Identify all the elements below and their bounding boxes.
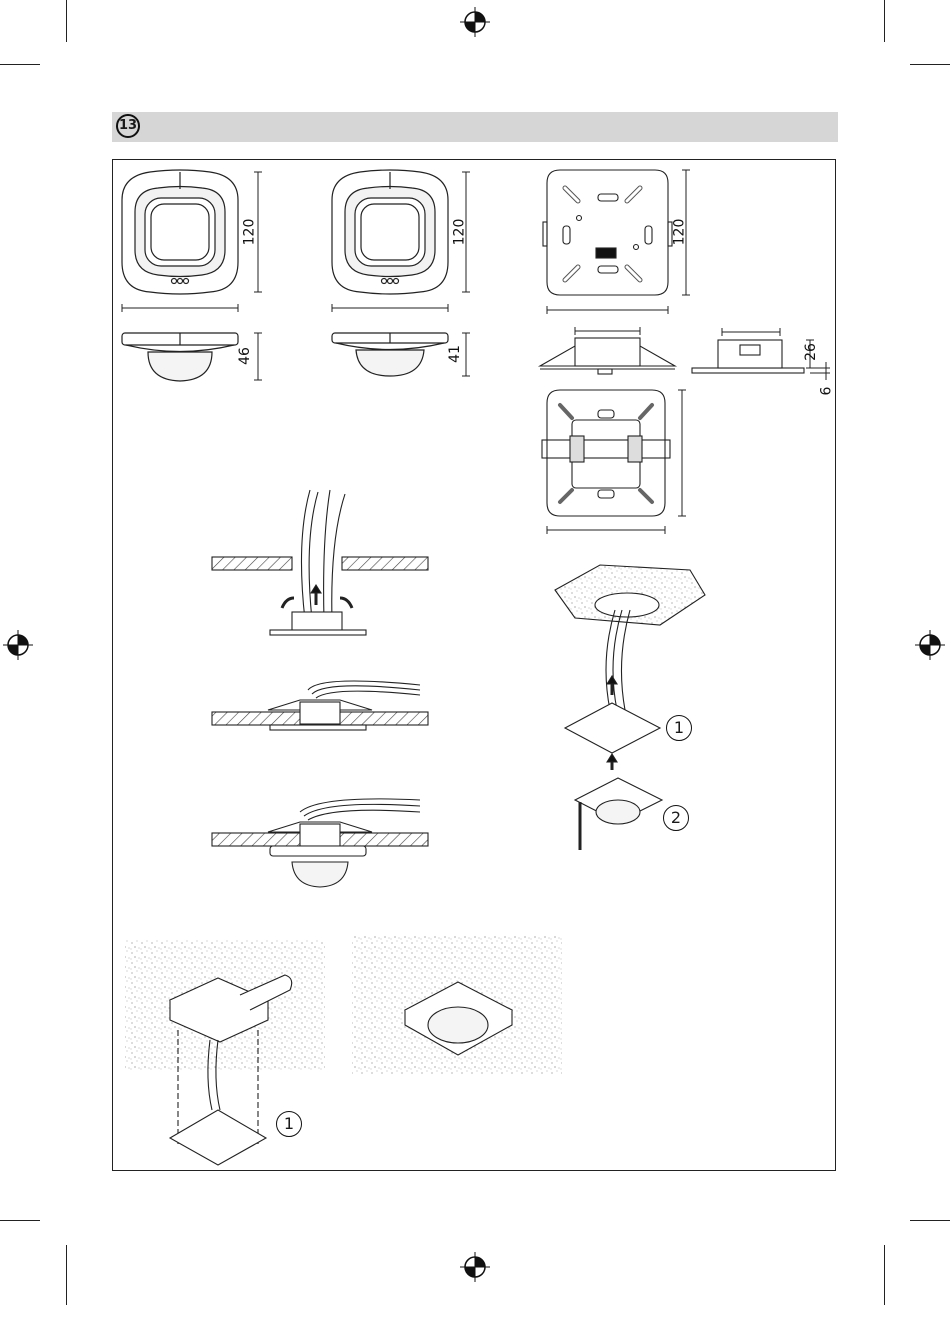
ceiling-cutout-step (212, 490, 428, 635)
surface-box-mounted-view (352, 935, 562, 1075)
dimension-label: 120 (671, 219, 687, 246)
mounting-base-top-view (543, 170, 690, 314)
sensor-b-top-view (332, 170, 470, 312)
dimension-label: 120 (241, 219, 257, 246)
dimension-label: 120 (451, 219, 467, 246)
mounting-base-side-view (540, 327, 675, 374)
step-marker: 2 (663, 805, 689, 831)
sensor-mounted-step (212, 799, 428, 887)
base-inserted-step (212, 681, 428, 730)
step-marker: 1 (276, 1111, 302, 1137)
dimension-label: 6 (818, 387, 834, 396)
dimension-label: 26 (803, 343, 819, 361)
step-marker: 1 (666, 715, 692, 741)
dimension-label: 46 (237, 347, 253, 365)
mounting-base-with-clamps (542, 390, 686, 534)
dimension-label: 41 (447, 345, 463, 363)
